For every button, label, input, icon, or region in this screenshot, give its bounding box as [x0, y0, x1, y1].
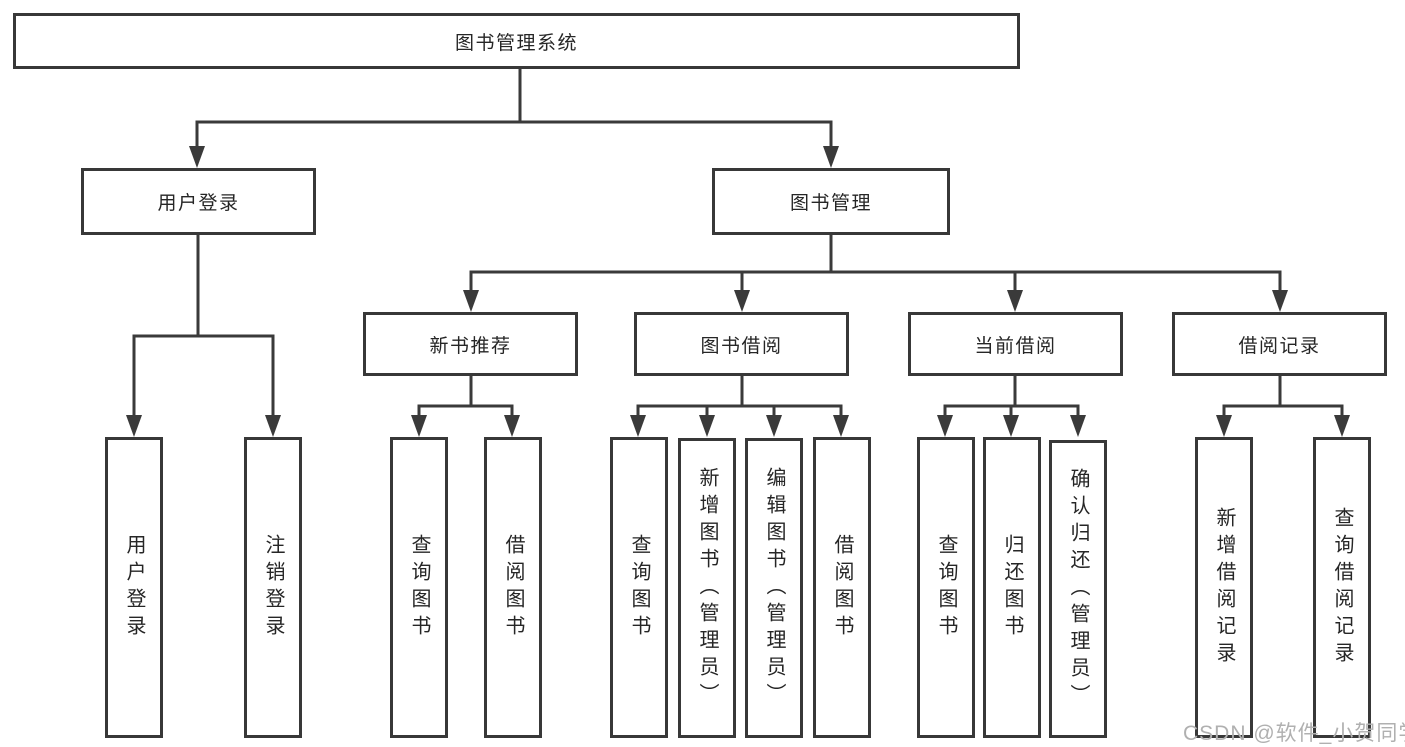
- node-label: 确认归还（管理员）: [1067, 467, 1089, 711]
- node-borrow-records: 借阅记录: [1172, 312, 1387, 376]
- node-label: 借阅图书: [502, 533, 524, 642]
- node-confirm-return-admin: 确认归还（管理员）: [1049, 440, 1107, 738]
- node-login: 用户登录: [105, 437, 163, 738]
- node-user-login: 用户登录: [81, 168, 316, 235]
- node-label: 查询图书: [935, 533, 957, 642]
- node-query-borrow-record: 查询借阅记录: [1313, 437, 1371, 738]
- node-label: 查询借阅记录: [1331, 506, 1353, 669]
- node-label: 新书推荐: [429, 335, 512, 357]
- node-label: 图书借阅: [700, 335, 783, 357]
- node-label: 借阅记录: [1238, 335, 1321, 357]
- node-book-management: 图书管理: [712, 168, 950, 235]
- node-logout: 注销登录: [244, 437, 302, 738]
- node-label: 新增借阅记录: [1213, 506, 1235, 669]
- node-label: 用户登录: [157, 193, 240, 214]
- node-current-borrow: 当前借阅: [908, 312, 1123, 376]
- node-label: 查询图书: [628, 533, 650, 642]
- node-borrow-books: 借阅图书: [813, 437, 871, 738]
- node-label: 注销登录: [262, 533, 284, 642]
- node-label: 新增图书（管理员）: [696, 466, 718, 710]
- node-label: 归还图书: [1001, 533, 1023, 642]
- node-current-query-books: 查询图书: [917, 437, 975, 738]
- node-recommend-borrow-books: 借阅图书: [484, 437, 542, 738]
- node-label: 图书管理系统: [454, 32, 578, 54]
- csdn-watermark: CSDN @软件_小贺同学: [1183, 722, 1405, 745]
- node-label: 借阅图书: [831, 533, 853, 642]
- node-add-books-admin: 新增图书（管理员）: [678, 438, 736, 738]
- node-label: 用户登录: [123, 533, 145, 642]
- node-label: 图书管理: [789, 193, 872, 214]
- node-add-borrow-record: 新增借阅记录: [1195, 437, 1253, 738]
- node-borrow-query-books: 查询图书: [610, 437, 668, 738]
- node-book-borrow: 图书借阅: [634, 312, 849, 376]
- node-root: 图书管理系统: [13, 13, 1020, 69]
- node-return-books: 归还图书: [983, 437, 1041, 738]
- node-recommend-query-books: 查询图书: [390, 437, 448, 738]
- node-label: 编辑图书（管理员）: [763, 466, 785, 710]
- node-label: 当前借阅: [974, 335, 1057, 357]
- node-new-book-recommend: 新书推荐: [363, 312, 578, 376]
- node-edit-books-admin: 编辑图书（管理员）: [745, 438, 803, 738]
- node-label: 查询图书: [408, 533, 430, 642]
